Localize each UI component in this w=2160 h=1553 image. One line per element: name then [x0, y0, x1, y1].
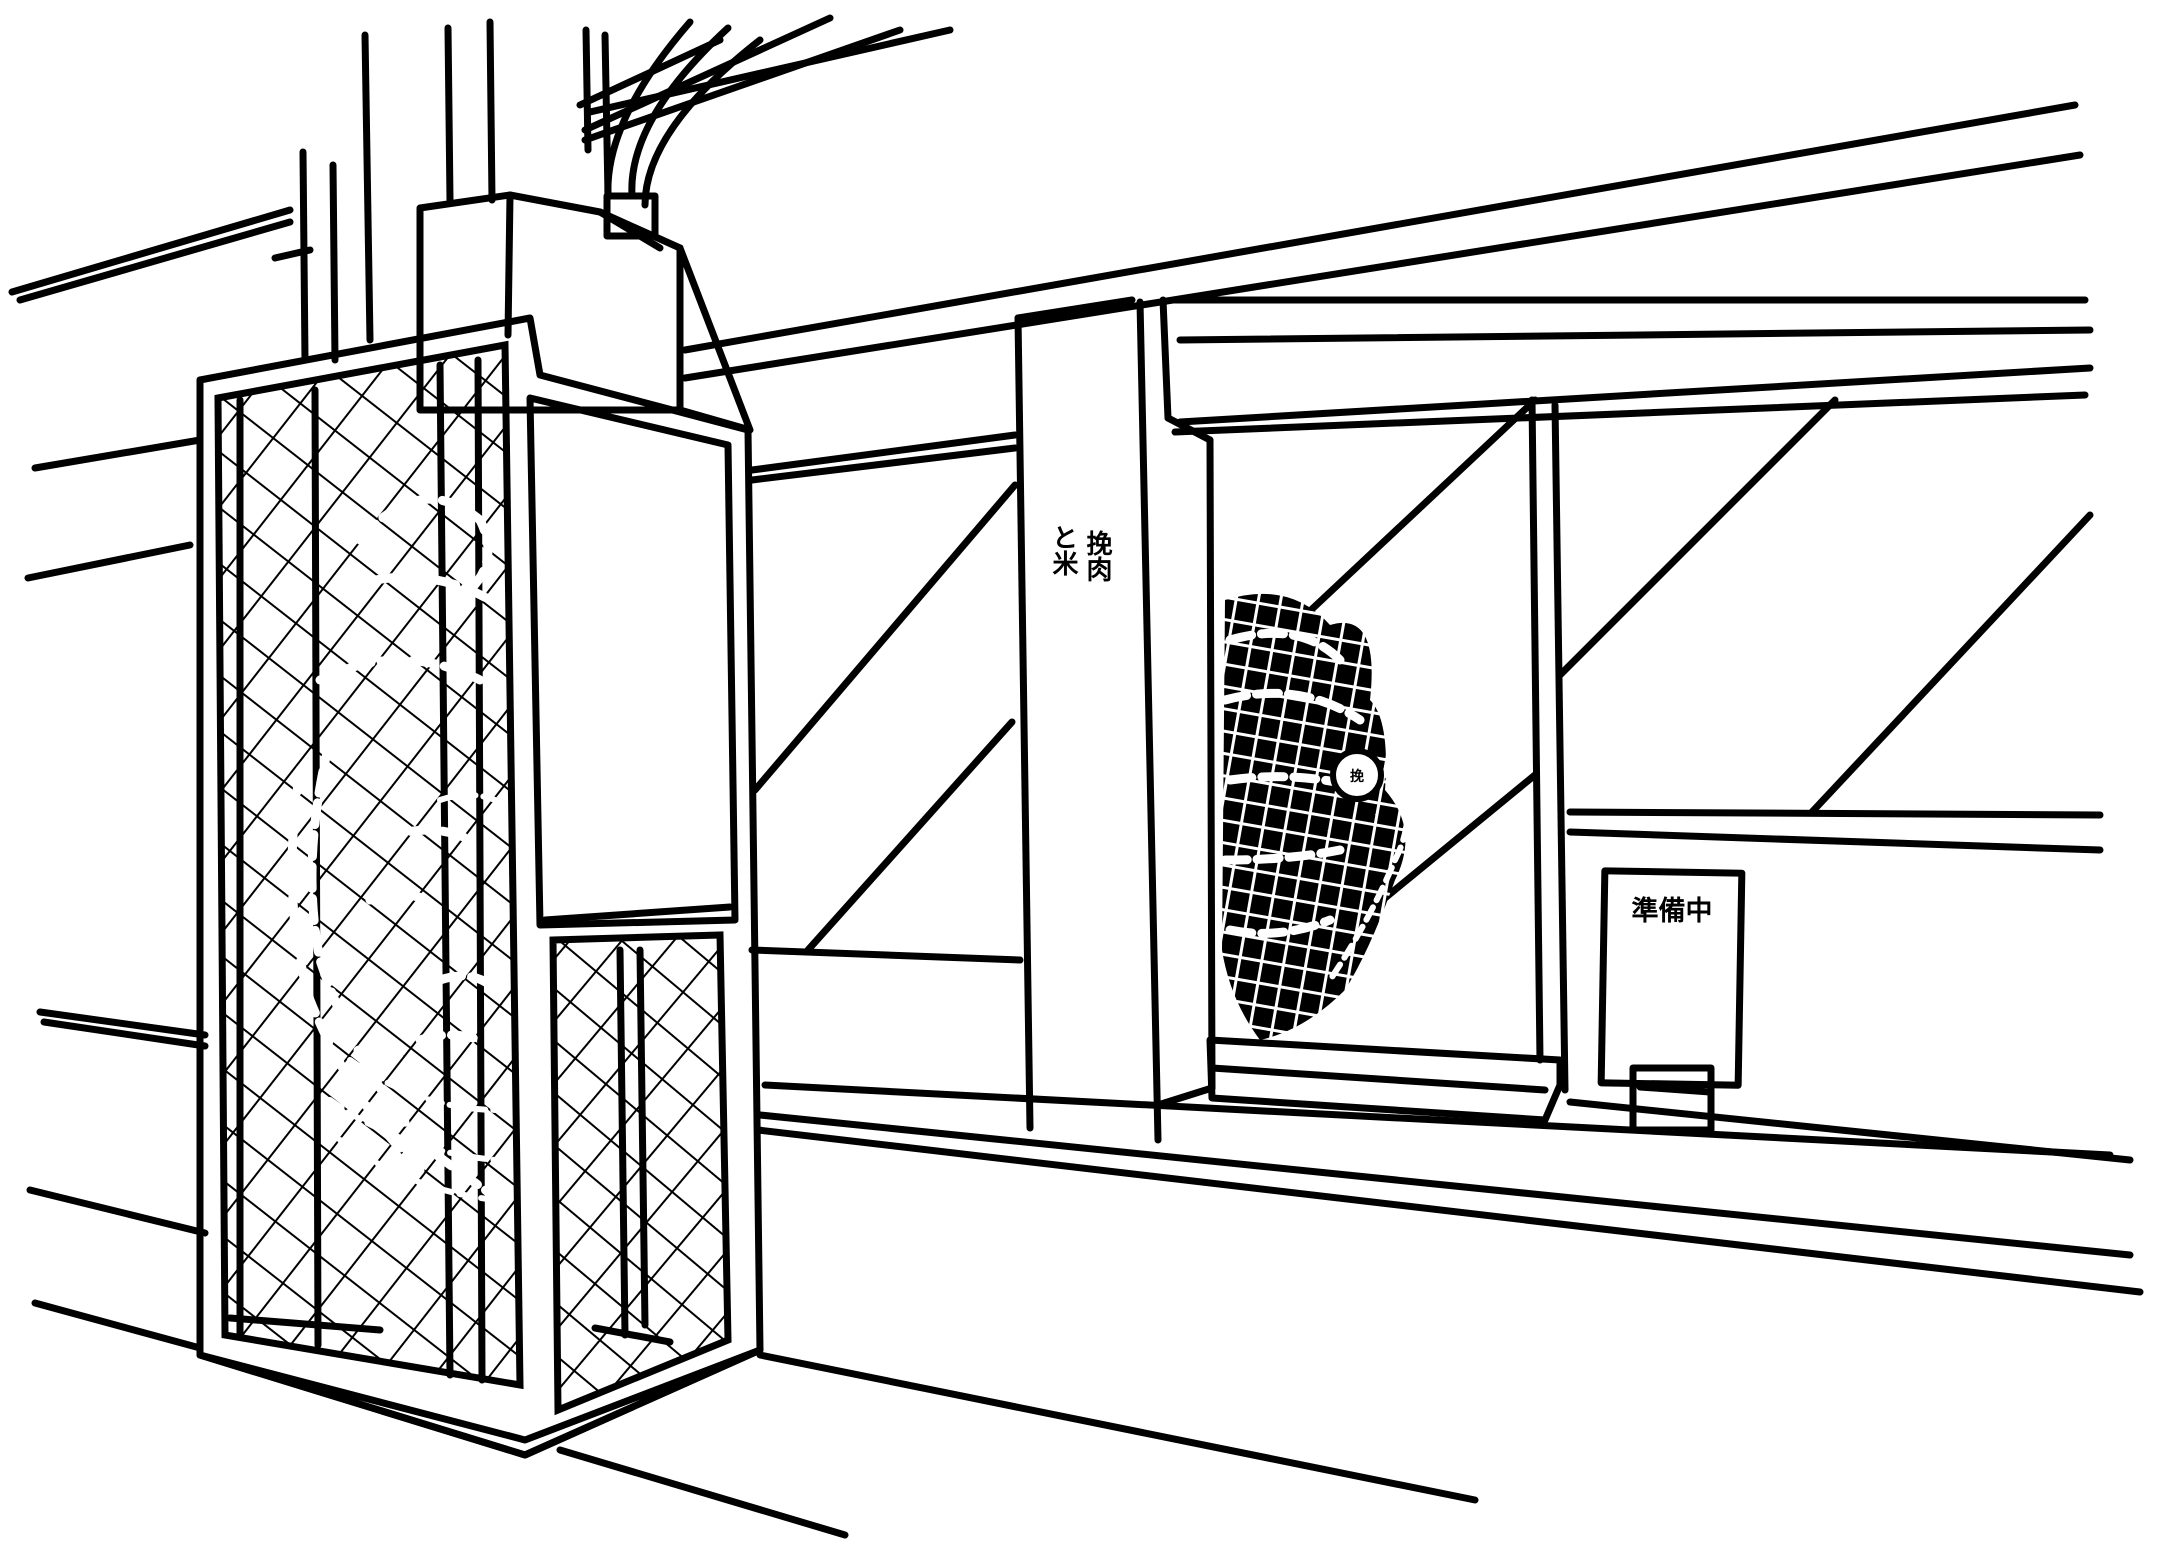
conduit-pipes [604, 18, 764, 209]
closed-sign: 準備中 [1597, 867, 1746, 1134]
poster-stamp-glyph: 挽 [1350, 768, 1364, 785]
overhead-wires [8, 14, 954, 1352]
window-ledge [1206, 1036, 1564, 1124]
vertical-poles [299, 18, 612, 364]
pillar-label-col-left: と米 [1048, 524, 1078, 576]
pillar-label: 挽肉 と米 [1048, 524, 1112, 582]
station-structure [556, 101, 2144, 1539]
closed-sign-text: 準備中 [1632, 895, 1713, 927]
poster-left [287, 494, 505, 1205]
diagonal-braces [751, 396, 2094, 954]
pillar-label-col-right: 挽肉 [1082, 530, 1112, 582]
central-pillar [1014, 296, 1569, 1144]
mesh-cage [196, 314, 764, 1459]
poster-right: 挽 [1220, 593, 1410, 1040]
